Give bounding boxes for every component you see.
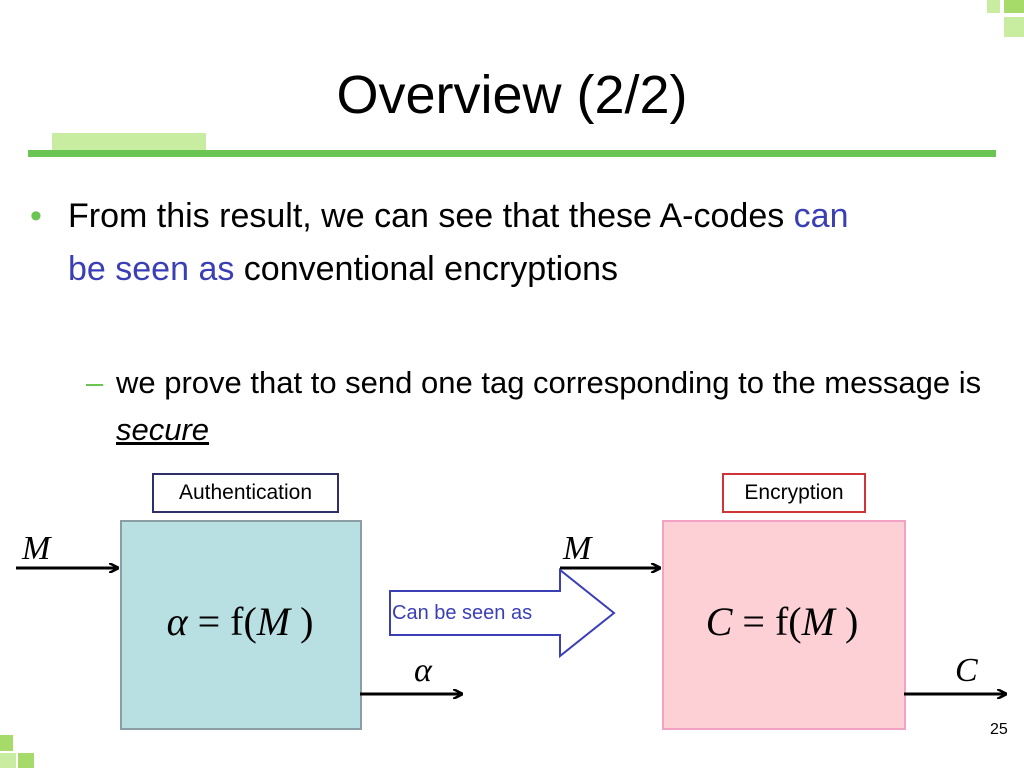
subbullet-marker: – [86,365,104,400]
authentication-box [120,520,362,730]
authentication-formula: α = f(M ) [120,598,360,645]
bullet-item: • From this result, we can see that thes… [30,190,860,296]
formula-lhs: α [166,599,188,644]
corner-square [987,0,1000,13]
block-arrow-label: Can be seen as [392,602,533,624]
input-label-left: M [22,530,51,567]
title-underline-bar [28,150,996,157]
slide-title: Overview (2/2) [336,65,688,125]
subbullet-item: – we prove that to send one tag correspo… [86,359,986,453]
corner-square [0,753,16,768]
bullet-marker: • [30,197,42,235]
subbullet-emphasis: secure [116,412,210,447]
formula-arg: M [801,599,835,644]
bullet-text-part1: From this result, we can see that these … [68,197,794,235]
formula-func: f( [230,599,257,644]
title-accent-tab [52,133,206,150]
subbullet-text-part1: we prove that to send one tag correspond… [116,365,982,400]
page-number: 25 [990,721,1008,738]
subbullet-text: we prove that to send one tag correspond… [116,359,986,453]
formula-close: ) [834,599,859,644]
bullet-highlight: can be seen as [68,197,849,288]
input-label-right: M [563,530,592,567]
formula-close: ) [290,599,314,644]
output-label-left: α [414,652,432,689]
block-arrow [389,567,616,659]
output-label-right: C [955,652,978,689]
formula-eq: = [187,599,231,644]
corner-square [18,753,34,768]
authentication-label: Authentication [152,473,339,513]
bullet-text: From this result, we can see that these … [68,190,860,296]
encryption-formula: C = f(M ) [662,598,902,645]
bullet-text-part2: conventional encryptions [234,250,619,288]
formula-arg: M [256,599,291,644]
corner-square [0,735,13,751]
encryption-box [662,520,906,730]
formula-lhs: C [705,599,733,644]
formula-func: f( [774,599,802,644]
encryption-label: Encryption [722,473,866,513]
formula-eq: = [732,599,775,644]
corner-square [1004,17,1024,37]
corner-square [1004,0,1024,13]
